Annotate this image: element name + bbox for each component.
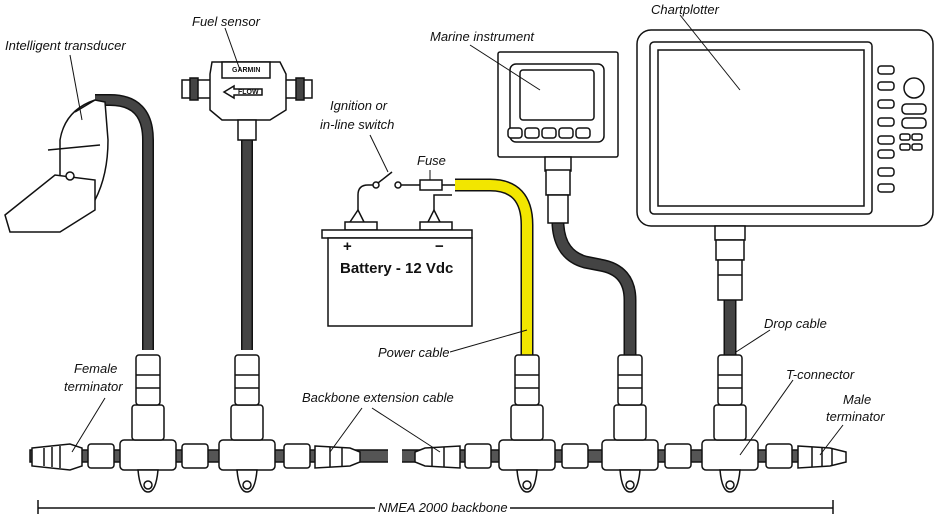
female-terminator [31,443,83,471]
label-marine-instrument: Marine instrument [430,29,535,44]
label-male-terminator-2: terminator [826,409,885,424]
label-fuse: Fuse [417,153,446,168]
label-female-terminator-1: Female [74,361,117,376]
drop-cables [95,94,737,355]
label-chartplotter: Chartplotter [651,2,720,17]
label-power-cable: Power cable [378,345,450,360]
ignition-switch [357,171,420,210]
battery-icon: + − Battery - 12 Vdc [321,208,473,327]
t-connector [701,354,793,493]
label-t-connector: T-connector [786,367,855,382]
sensor-flow-text: FLOW [238,89,259,96]
t-connector [87,354,209,493]
label-intelligent-transducer: Intelligent transducer [5,38,126,53]
label-drop-cable: Drop cable [764,316,827,331]
label-ignition-line1: Ignition or [330,98,388,113]
label-nmea-backbone: NMEA 2000 backbone [378,500,508,515]
marine-instrument-icon [497,51,619,224]
fuse-icon [419,179,455,210]
label-backbone-extension: Backbone extension cable [302,390,454,405]
transducer-icon [4,99,109,233]
leader-lines [69,14,844,456]
battery-label: Battery - 12 Vdc [340,260,453,277]
label-female-terminator-2: terminator [64,379,123,394]
t-connector [601,354,692,493]
backbone-dimension [37,500,834,514]
label-fuel-sensor: Fuel sensor [192,14,261,29]
label-ignition-line2: in-line switch [320,117,394,132]
battery-minus: − [435,238,444,255]
chartplotter-icon [636,29,934,301]
male-terminator [797,445,847,469]
extension-connectors [314,445,461,469]
t-connector [218,354,311,493]
t-connectors [87,354,793,493]
battery-plus: + [343,238,352,255]
sensor-brand-text: GARMIN [232,67,260,74]
fuel-sensor-icon: GARMIN FLOW [181,61,313,141]
t-connector [464,354,589,493]
label-male-terminator-1: Male [843,392,871,407]
